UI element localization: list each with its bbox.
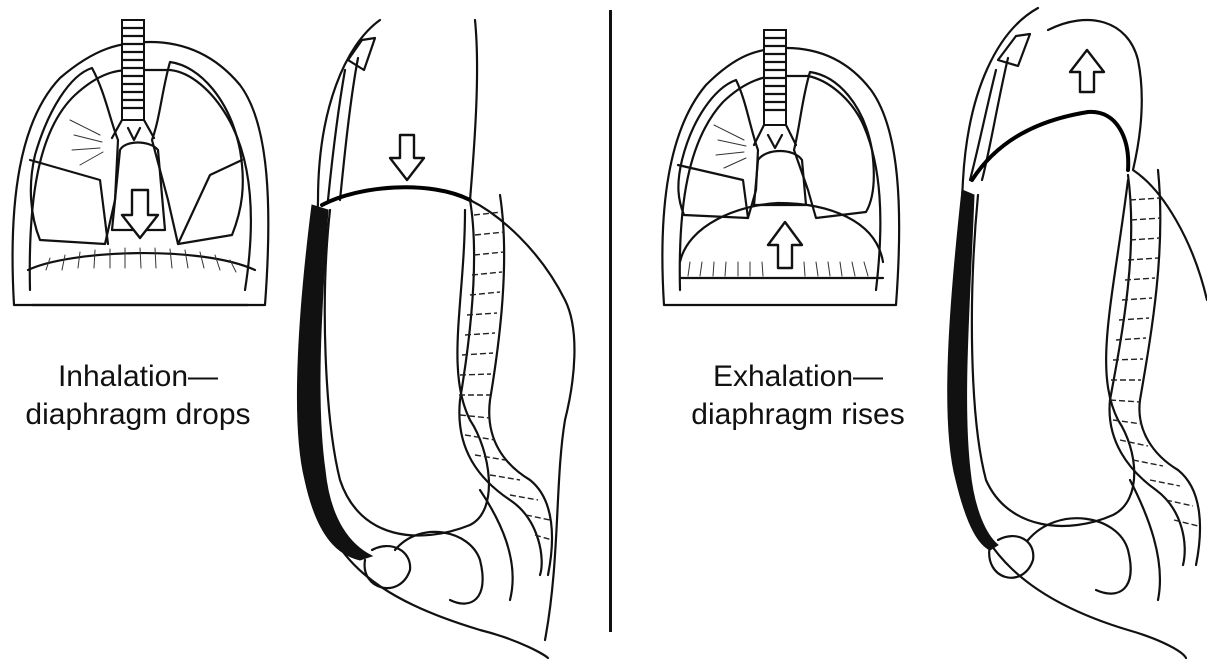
inhalation-caption: Inhalation— diaphragm drops [18,358,258,434]
inhalation-caption-line2: diaphragm drops [18,396,258,434]
exhalation-caption-line1: Exhalation— [678,358,918,396]
exhalation-panel: Exhalation— diaphragm rises [618,0,1207,660]
inhalation-panel: Inhalation— diaphragm drops [0,0,600,660]
diaphragm-up-arrow-icon [618,0,1207,660]
inhalation-caption-line1: Inhalation— [18,358,258,396]
exhalation-caption: Exhalation— diaphragm rises [678,358,918,434]
diaphragm-down-arrow-icon [0,0,600,660]
exhalation-caption-line2: diaphragm rises [678,396,918,434]
panel-divider [609,10,612,632]
